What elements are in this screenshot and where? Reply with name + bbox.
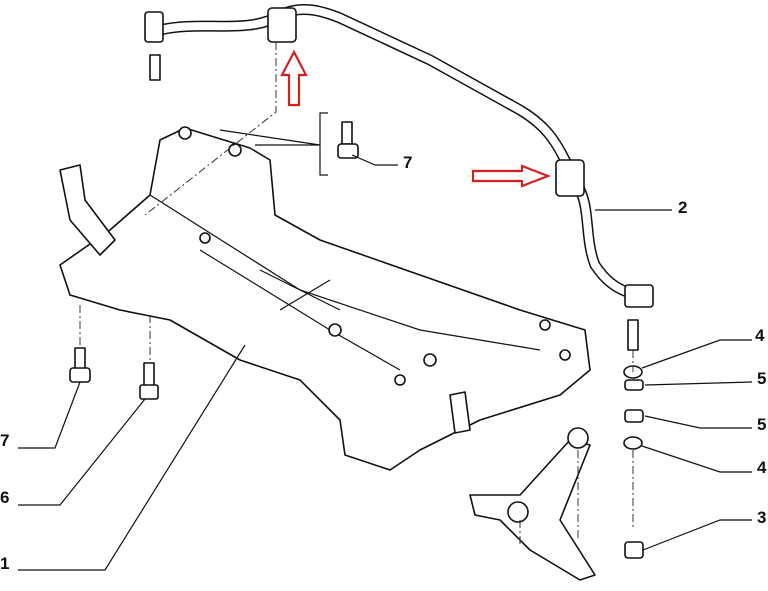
red-arrow-up <box>280 49 308 107</box>
callout-6: 6 <box>0 488 9 507</box>
front-subframe <box>59 126 591 471</box>
callout-3: 3 <box>757 508 766 527</box>
callout-5-lower: 5 <box>757 415 766 434</box>
callout-7-top: 7 <box>403 153 412 172</box>
callout-5-upper: 5 <box>757 369 766 388</box>
control-arm <box>469 427 596 581</box>
screws <box>69 121 359 400</box>
callout-7-left: 7 <box>0 431 9 450</box>
red-arrow-right <box>471 164 552 188</box>
callout-1: 1 <box>0 554 9 573</box>
callout-2: 2 <box>678 198 687 217</box>
link-hardware <box>623 365 644 559</box>
callout-4-upper: 4 <box>755 326 765 345</box>
callout-4-lower: 4 <box>757 458 767 477</box>
stabilizer-bar <box>144 4 654 351</box>
